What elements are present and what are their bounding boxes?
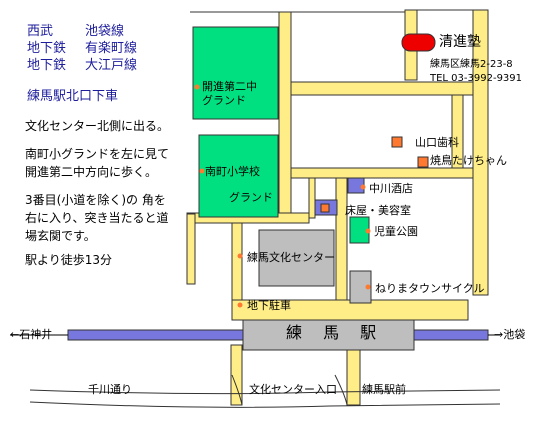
road-center-vertical [335,177,348,303]
school-tel: TEL 03-3992-9391 [430,73,523,84]
underground-parking-label: 地下駐車 [247,299,291,312]
kids-park-label: 児童公園 [374,225,418,238]
nerima-ekimae-label: 練馬駅前 [362,383,406,396]
subway2-line-label: 大江戸線 [85,58,138,73]
dot-town-cycle [365,284,371,290]
direction-line-6: 場玄関です。 [25,229,96,243]
exit-label: 練馬駅北口下車 [27,89,119,104]
bunka-center-label: 練馬文化センター [247,251,335,264]
kaishin-ground-label-2: グランド [202,94,246,107]
school-address: 練馬区練馬2-23-8 [430,59,513,70]
dental-block [391,136,403,148]
yakitori-label: 焼鳥たけちゃん [430,154,507,167]
kaishin-ground-block [192,26,279,120]
barber-label: 床屋・美容室 [345,204,411,217]
road-side-vertical [308,177,316,219]
minamicho-school-label: 南町小学校 [205,165,260,178]
to-ikebukuro-label: →池袋 [494,328,526,341]
town-cycle-label: ねりまタウンサイクル [375,282,485,295]
school-name: 清進塾 [439,34,481,50]
direction-line-7: 駅より徒歩13分 [25,253,113,267]
road-vertical-left [278,11,292,221]
bunka-center-block [258,229,335,287]
seibu-line-label: 池袋線 [85,24,125,39]
subway1-line-label: 有楽町線 [85,41,138,56]
station-building [242,319,415,351]
road-bottom-left-vertical [186,213,196,285]
station-label: 練 馬 駅 [286,323,385,342]
kaishin-ground-label-1: 開進第二中 [202,80,257,93]
dot-nakagawa [360,184,366,190]
direction-line-3: 開進第二中方向に歩く。 [25,165,158,179]
road-rail-side-vertical-2 [346,344,361,406]
direction-line-2: 南町小グランドを左に見て [25,147,170,161]
minamicho-ground-label: グランド [229,191,273,204]
barber-inner [320,203,330,213]
dot-minamicho [199,168,205,174]
dot-bunka [237,253,243,259]
yamaguchi-dental-label: 山口歯科 [415,136,459,149]
dot-kaishin [194,84,200,90]
to-shakujii-label: ←石神井 [10,328,53,341]
nakagawa-liquor-label: 中川酒店 [369,182,413,195]
bunka-center-entrance-label: 文化センター入口 [249,383,337,396]
direction-line-4: 3番目(小道を除く)の 角を [25,193,166,207]
senkawa-street-label: 千川通り [88,383,132,396]
town-cycle-block [349,270,372,304]
subway1-label: 地下鉄 [27,41,67,56]
seishin-marker [401,33,436,52]
road-mid-horizontal [290,167,489,179]
dot-kids-park [365,228,371,234]
direction-line-5: 右に入り、突き当たると道 [25,211,169,225]
road-upper-right-vertical [451,94,464,169]
yakitori-block [417,156,429,168]
minamicho-school-block [198,134,279,218]
dot-parking [237,302,243,308]
road-rail-side-vertical [230,344,243,406]
subway2-label: 地下鉄 [27,58,67,73]
road-right-long-vertical [472,9,489,296]
seibu-label: 西武 [27,24,54,39]
direction-line-1: 文化センター北側に出る。 [25,119,170,133]
